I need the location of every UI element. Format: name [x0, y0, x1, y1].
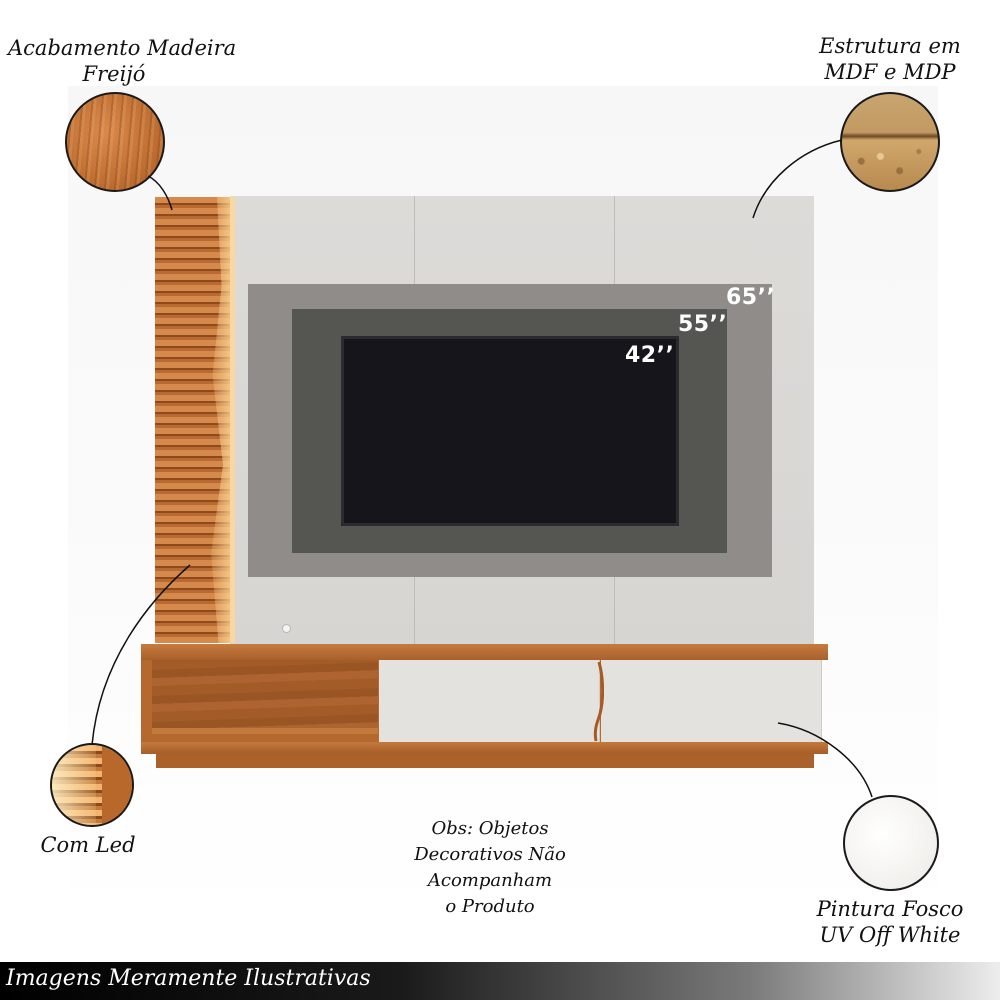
led-detail-swatch — [50, 743, 134, 827]
tv-size-55-label: 55’’ — [678, 312, 728, 337]
disclaimer-line-3: Acompanham — [427, 870, 553, 891]
tv-size-65-label: 65’’ — [726, 285, 776, 310]
drawer-handle — [593, 661, 604, 742]
off-white-swatch — [843, 795, 939, 891]
structure-material-label: Estrutura em MDF e MDP — [800, 33, 980, 85]
drawer-right — [601, 660, 822, 742]
drawer-left — [379, 660, 600, 742]
disclaimer-line-4: o Produto — [445, 896, 535, 917]
finish-wood-label: Acabamento Madeira Freijó — [8, 35, 237, 87]
open-niche — [152, 660, 378, 734]
rack-bottom-shelf — [141, 742, 828, 754]
panel-sensor-dot — [282, 624, 291, 633]
finish-wood-line-2: Freijó — [82, 62, 146, 86]
niche-base — [152, 728, 378, 734]
finish-wood-line-1: Acabamento Madeira — [8, 36, 237, 60]
footer-bar: Imagens Meramente Ilustrativas — [0, 962, 1000, 1000]
freijo-wood-swatch — [65, 92, 165, 192]
led-label: Com Led — [18, 832, 158, 858]
led-glow — [52, 745, 96, 825]
paint-line-1: Pintura Fosco — [816, 897, 964, 921]
led-line: Com Led — [40, 833, 136, 857]
disclaimer-line-2: Decorativos Não — [414, 844, 566, 865]
structure-line-2: MDF e MDP — [824, 60, 956, 84]
paint-finish-label: Pintura Fosco UV Off White — [790, 896, 990, 948]
rack-plinth — [156, 754, 814, 768]
footer-text: Imagens Meramente Ilustrativas — [6, 966, 371, 991]
mdf-mdp-swatch — [840, 92, 940, 192]
paint-line-2: UV Off White — [819, 923, 961, 947]
tv-size-42-label: 42’’ — [625, 343, 675, 368]
disclaimer-line-1: Obs: Objetos — [431, 818, 549, 839]
tv-screen — [341, 336, 679, 526]
structure-line-1: Estrutura em — [819, 34, 961, 58]
disclaimer-note: Obs: Objetos Decorativos Não Acompanham … — [385, 816, 595, 920]
rack-top-shelf — [141, 644, 828, 660]
led-wood-edge — [101, 745, 132, 825]
